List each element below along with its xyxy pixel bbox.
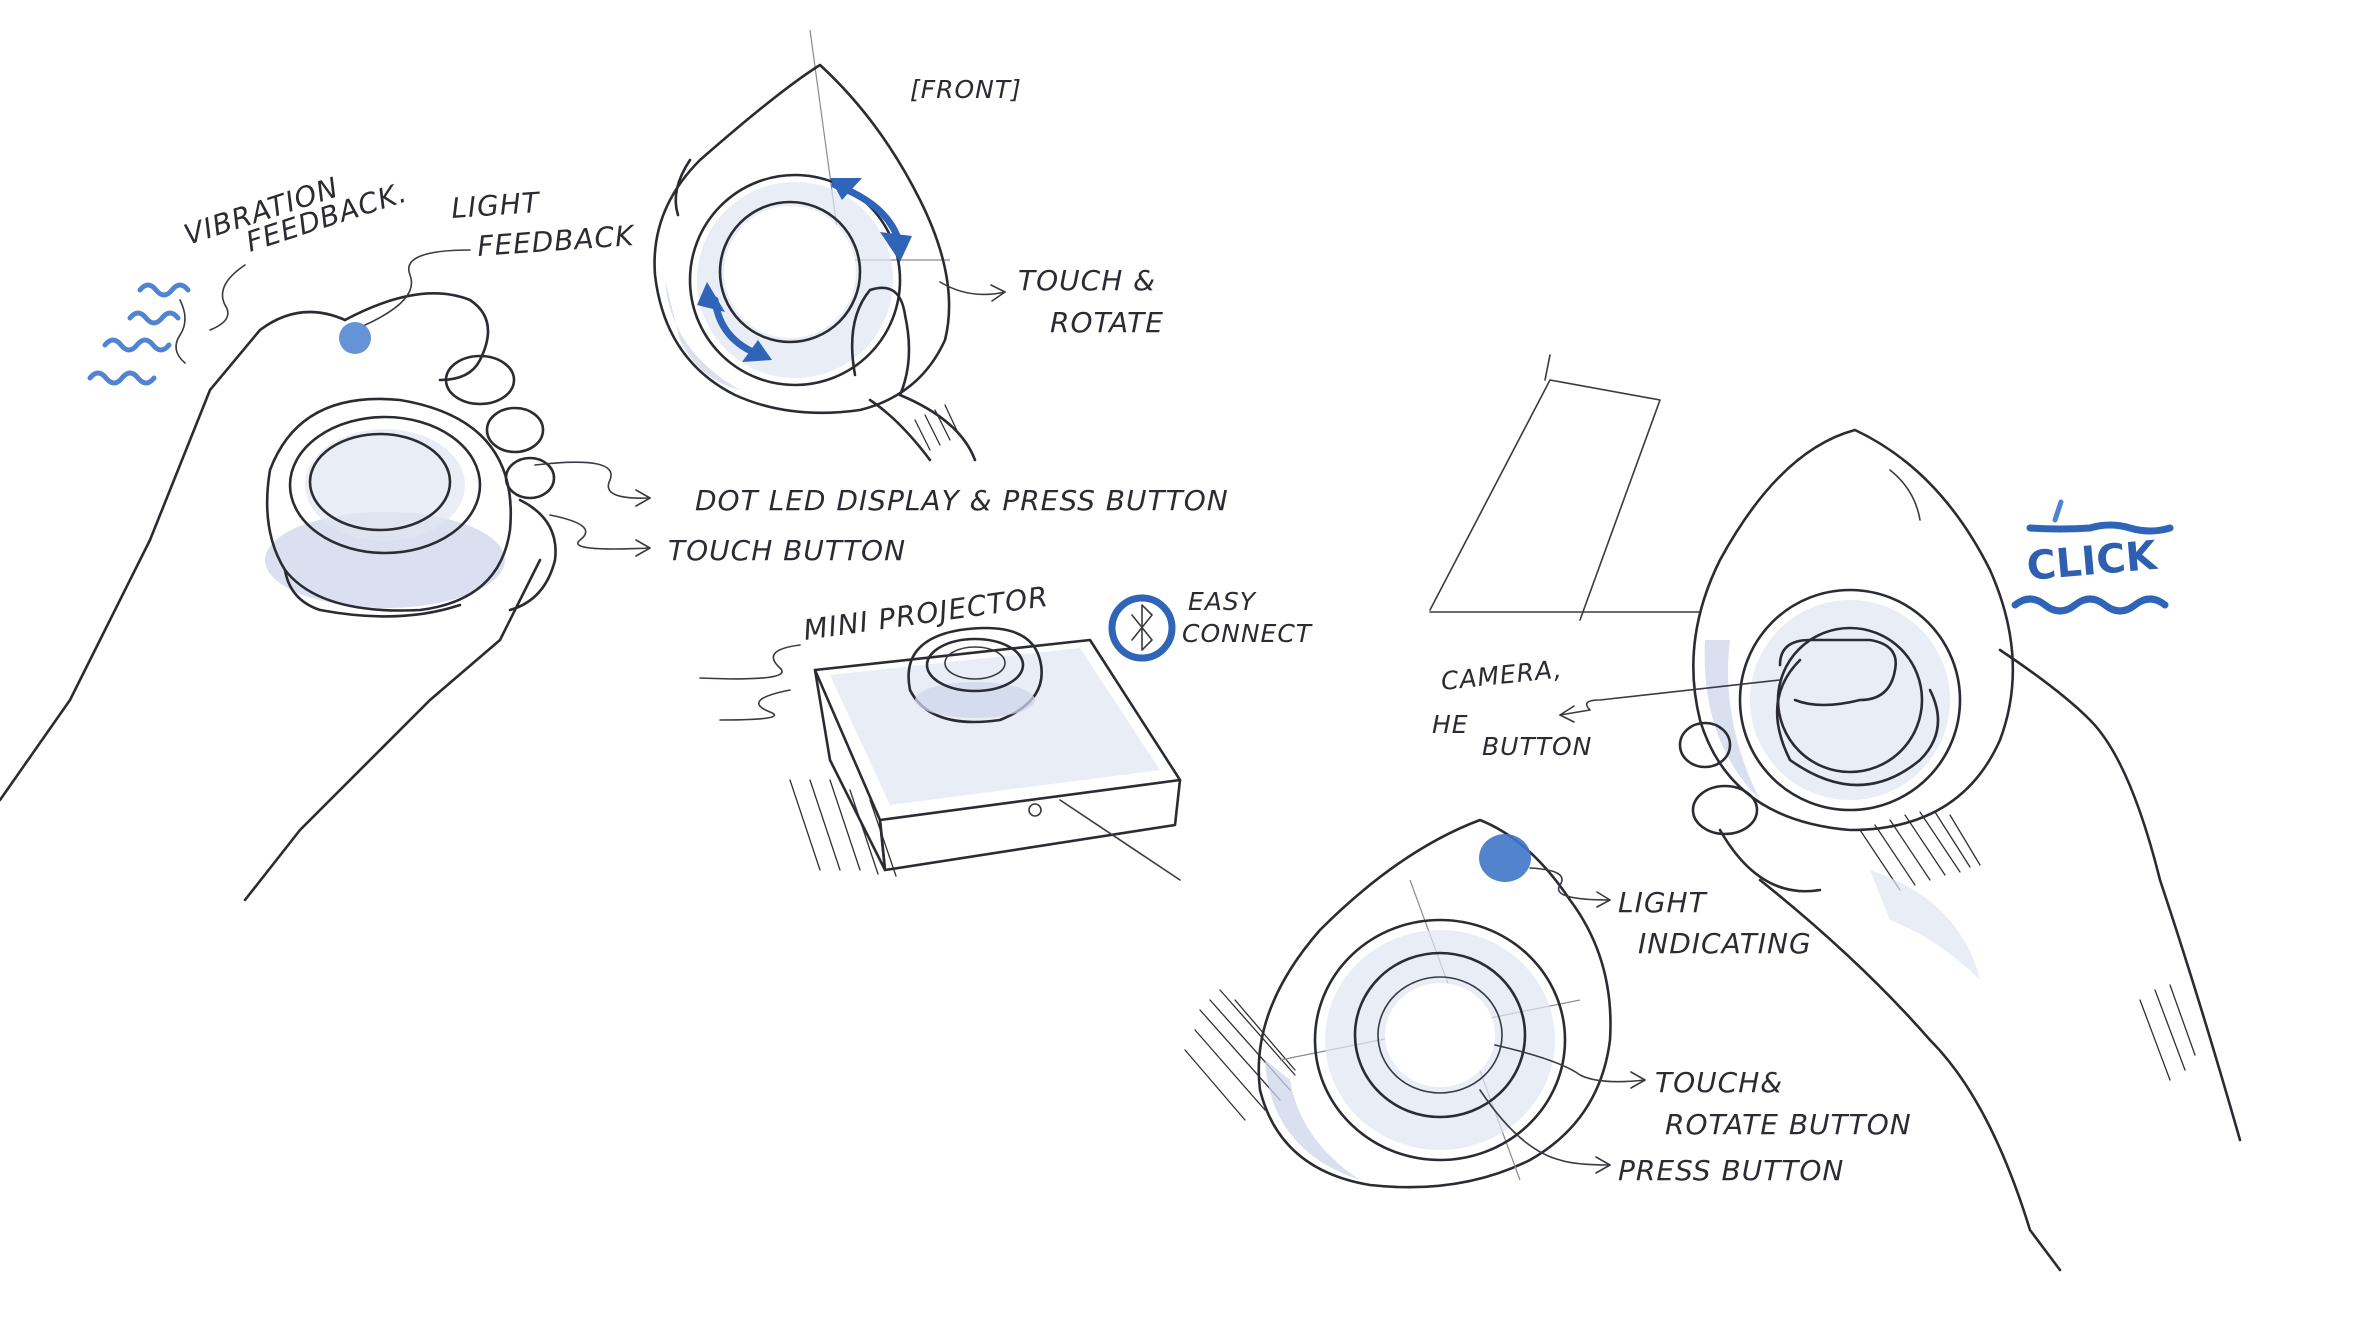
mini-projector-sketch: MINI PROJECTOR <box>699 580 1182 881</box>
angled-device-sketch <box>1184 818 1612 1189</box>
label-light-feedback-line1: LIGHT <box>450 186 542 225</box>
label-easy-connect-line2: CONNECT <box>1182 619 1313 648</box>
callout-touch-button: TOUCH BUTTON <box>549 514 906 567</box>
hand-pressing-device-sketch <box>1429 354 2242 1272</box>
label-touch-rotate-line1: TOUCH & <box>1018 264 1156 297</box>
callout-touch-rotate-button: TOUCH& ROTATE BUTTON <box>1494 1044 1912 1141</box>
label-touch-button: TOUCH BUTTON <box>668 534 906 567</box>
vibration-feedback-squiggles <box>87 282 191 386</box>
callout-dot-led: DOT LED DISPLAY & PRESS BUTTON <box>534 461 1229 517</box>
callout-light-feedback: LIGHT FEEDBACK <box>364 186 637 326</box>
light-feedback-dot <box>339 322 371 354</box>
label-light-feedback-line2: FEEDBACK <box>476 219 637 263</box>
label-mini-projector: MINI PROJECTOR <box>801 580 1050 647</box>
label-press-button: PRESS BUTTON <box>1618 1154 1844 1187</box>
label-touch-rotate-line2: ROTATE <box>1050 306 1164 339</box>
label-light-indicating-line2: INDICATING <box>1638 927 1812 960</box>
front-view-sketch: [FRONT] TOUCH & ROTATE <box>653 29 1164 462</box>
click-marker: CLICK <box>2011 499 2174 615</box>
label-camera-line3: BUTTON <box>1482 732 1592 761</box>
label-easy-connect-line1: EASY <box>1188 587 1257 616</box>
label-camera-line2: HE <box>1432 710 1469 739</box>
handheld-device <box>265 397 513 618</box>
label-front: [FRONT] <box>910 75 1022 104</box>
label-camera-line1: CAMERA, <box>1440 654 1564 696</box>
label-light-indicating-line1: LIGHT <box>1618 886 1708 919</box>
callout-light-indicating: LIGHT INDICATING <box>1529 867 1812 960</box>
label-touch-rotate-button-line2: ROTATE BUTTON <box>1665 1108 1912 1141</box>
callout-press-button: PRESS BUTTON <box>1479 1089 1844 1187</box>
light-indicating-dot <box>1479 834 1531 882</box>
label-click: CLICK <box>2025 533 2161 590</box>
rotate-arrow-icon <box>697 178 912 362</box>
hand-holding-device-sketch <box>0 282 557 902</box>
easy-connect-callout: EASY CONNECT <box>1108 587 1313 662</box>
bluetooth-icon <box>1108 594 1176 662</box>
label-dot-led-display: DOT LED DISPLAY & PRESS BUTTON <box>695 484 1229 517</box>
label-touch-rotate-button-line1: TOUCH& <box>1655 1066 1783 1099</box>
